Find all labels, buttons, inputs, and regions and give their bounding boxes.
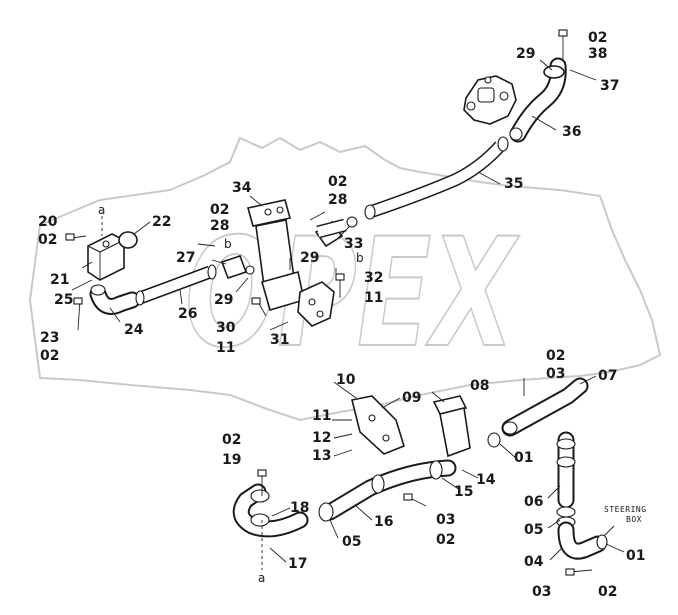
tee-08 xyxy=(432,395,501,458)
bracket-31 xyxy=(297,281,335,327)
callout-06: 06 xyxy=(524,494,543,510)
steering-box-note: STEERING BOX xyxy=(604,505,647,524)
callout-27: 27 xyxy=(176,250,195,266)
callouts: 02 38 29 37 36 35 02 28 33 34 22 20 02 0… xyxy=(38,30,645,600)
callout-02-pipe: 02 xyxy=(546,348,565,364)
callout-32: 32 xyxy=(364,270,383,286)
bolt-03-mid xyxy=(403,493,427,507)
callout-02-bottom: 02 xyxy=(598,584,617,600)
callout-33: 33 xyxy=(344,236,363,252)
callout-09: 09 xyxy=(402,390,421,406)
callout-05-right: 05 xyxy=(524,522,543,538)
callout-01-mid: 01 xyxy=(514,450,533,466)
fitting-27 xyxy=(220,254,255,280)
callout-17: 17 xyxy=(288,556,307,572)
callout-29-mid: 29 xyxy=(300,250,319,266)
letter-a-top: a xyxy=(98,203,105,217)
pipe-07 xyxy=(501,377,589,437)
callout-26: 26 xyxy=(178,306,197,322)
pipe-36 xyxy=(509,57,567,143)
callout-04: 04 xyxy=(524,554,544,570)
note-steering: STEERING xyxy=(604,505,647,514)
callout-16: 16 xyxy=(374,514,393,530)
callout-28-a: 28 xyxy=(328,192,347,208)
callout-28-b: 28 xyxy=(210,218,229,234)
callout-18: 18 xyxy=(290,500,309,516)
callout-05-low: 05 xyxy=(342,534,361,550)
watermark: OPEX xyxy=(28,136,662,422)
watermark-text: OPEX xyxy=(185,207,520,381)
tube-06 xyxy=(556,431,576,528)
callout-23: 23 xyxy=(40,330,59,346)
leader-lines xyxy=(71,59,625,563)
callout-10: 10 xyxy=(336,372,356,388)
callout-07: 07 xyxy=(598,368,617,384)
callout-24: 24 xyxy=(124,322,144,338)
callout-03-mid: 03 xyxy=(436,512,455,528)
callout-02-top: 02 xyxy=(588,30,607,46)
hose-35 xyxy=(364,136,509,220)
callout-02-low-left: 02 xyxy=(40,348,59,364)
callout-02-mid-a: 02 xyxy=(328,174,347,190)
elbow-17 xyxy=(232,483,309,538)
fitting-33 xyxy=(314,216,358,248)
hose-26 xyxy=(135,264,217,306)
callout-01-right: 01 xyxy=(626,548,645,564)
oring-22 xyxy=(118,231,138,249)
callout-38: 38 xyxy=(588,46,607,62)
connection-letters: a b b a xyxy=(98,203,364,585)
callout-11-right: 11 xyxy=(364,290,383,306)
callout-02-mid-low: 02 xyxy=(436,532,455,548)
callout-29-top: 29 xyxy=(516,46,535,62)
callout-02-left-low: 02 xyxy=(222,432,241,448)
callout-11-left: 11 xyxy=(216,340,235,356)
callout-02-mid-b: 02 xyxy=(210,202,229,218)
callout-08: 08 xyxy=(470,378,489,394)
callout-14: 14 xyxy=(476,472,496,488)
callout-25: 25 xyxy=(54,292,73,308)
elbow-04 xyxy=(557,521,608,560)
callout-13: 13 xyxy=(312,448,331,464)
callout-37: 37 xyxy=(600,78,619,94)
callout-35: 35 xyxy=(504,176,523,192)
letter-a-bottom: a xyxy=(258,571,265,585)
callout-21: 21 xyxy=(50,272,69,288)
bolt-30 xyxy=(251,297,267,317)
callout-02-left: 02 xyxy=(38,232,57,248)
elbow-24 xyxy=(89,284,141,315)
callout-34: 34 xyxy=(232,180,252,196)
callout-36: 36 xyxy=(562,124,581,140)
watermark-gear-outline xyxy=(28,136,662,422)
filter-housing-34 xyxy=(247,199,305,311)
bolt-38 xyxy=(558,29,568,60)
callout-03-bottom: 03 xyxy=(532,584,551,600)
callout-03-top: 03 xyxy=(546,366,565,382)
callout-22: 22 xyxy=(152,214,171,230)
letter-b-right: b xyxy=(356,251,364,265)
bolt-03-bottom xyxy=(565,568,593,576)
letter-b-left: b xyxy=(224,237,232,251)
callout-11-mid: 11 xyxy=(312,408,331,424)
bracket-09 xyxy=(351,395,405,455)
pipe-16 xyxy=(318,459,457,522)
callout-12: 12 xyxy=(312,430,331,446)
callout-19: 19 xyxy=(222,452,241,468)
callout-30: 30 xyxy=(216,320,236,336)
bolt-19 xyxy=(257,469,267,570)
block-21 xyxy=(87,233,125,281)
callout-29-low: 29 xyxy=(214,292,233,308)
bolt-20 xyxy=(65,233,87,241)
callout-31: 31 xyxy=(270,332,289,348)
note-box: BOX xyxy=(626,515,642,524)
callout-20: 20 xyxy=(38,214,58,230)
bolt-23 xyxy=(73,297,83,331)
valve-block-upper xyxy=(463,75,517,125)
callout-15: 15 xyxy=(454,484,473,500)
